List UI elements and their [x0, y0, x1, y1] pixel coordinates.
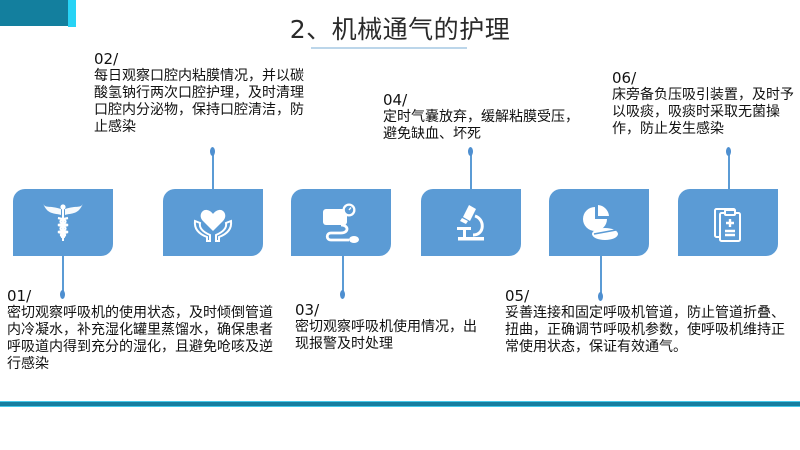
step-06-connector	[728, 150, 730, 189]
step-05-tile	[549, 189, 649, 256]
pills-icon	[583, 204, 618, 240]
slide-title: 2、机械通气的护理	[289, 15, 511, 44]
step-05-note: 05/ 妥善连接和固定呼吸机管道，防止管道折叠、扭曲，正确调节呼吸机参数，使呼吸…	[505, 288, 795, 356]
step-01-connector	[62, 256, 64, 294]
step-04-text: 定时气囊放弃，缓解粘膜受压，避免缺血、坏死	[383, 109, 579, 142]
step-01-text: 密切观察呼吸机的使用状态，及时倾倒管道内冷凝水，补充湿化罐里蒸馏水，确保患者呼吸…	[7, 305, 273, 372]
step-02-connector	[212, 150, 214, 189]
blood-pressure-monitor-icon	[323, 203, 359, 243]
step-02-note: 02/ 每日观察口腔内粘膜情况，并以碳酸氢钠行两次口腔护理，及时清理口腔内分泌物…	[94, 51, 316, 136]
step-01-number: 01/	[7, 287, 32, 305]
step-03-number: 03/	[295, 301, 320, 319]
step-02-dot	[210, 147, 215, 156]
step-03-tile	[291, 189, 391, 256]
corner-accent-edge	[68, 0, 76, 27]
step-04-note: 04/ 定时气囊放弃，缓解粘膜受压，避免缺血、坏死	[383, 92, 583, 143]
step-05-text: 妥善连接和固定呼吸机管道，防止管道折叠、扭曲，正确调节呼吸机参数，使呼吸机维持正…	[505, 305, 785, 355]
corner-accent	[0, 0, 68, 26]
step-05-number: 05/	[505, 287, 530, 305]
step-01-note: 01/ 密切观察呼吸机的使用状态，及时倾倒管道内冷凝水，补充湿化罐里蒸馏水，确保…	[7, 288, 279, 373]
bottom-divider-bar	[0, 401, 800, 407]
step-06-note: 06/ 床旁备负压吸引装置，及时予以吸痰，吸痰时采取无菌操作，防止发生感染	[612, 70, 800, 138]
step-05-connector	[600, 256, 602, 296]
heart-hands-icon	[193, 209, 233, 242]
step-05-dot	[598, 292, 603, 301]
step-04-tile	[421, 189, 521, 256]
step-02-tile	[163, 189, 263, 256]
step-04-number: 04/	[383, 91, 408, 109]
step-03-dot	[340, 290, 345, 299]
step-01-dot	[60, 290, 65, 299]
step-02-number: 02/	[94, 50, 119, 68]
clipboard-medical-icon	[714, 207, 741, 242]
microscope-icon	[457, 204, 484, 240]
step-03-connector	[342, 256, 344, 298]
step-06-dot	[726, 147, 731, 156]
step-06-text: 床旁备负压吸引装置，及时予以吸痰，吸痰时采取无菌操作，防止发生感染	[612, 87, 794, 137]
step-01-tile	[13, 189, 113, 256]
step-06-number: 06/	[612, 69, 637, 87]
caduceus-icon	[43, 202, 83, 241]
step-04-dot	[468, 147, 473, 156]
step-04-connector	[470, 150, 472, 189]
title-underline	[311, 47, 467, 49]
step-03-text: 密切观察呼吸机使用情况，出现报警及时处理	[295, 319, 477, 352]
step-06-tile	[678, 189, 778, 256]
step-03-note: 03/ 密切观察呼吸机使用情况，出现报警及时处理	[295, 302, 485, 353]
step-02-text: 每日观察口腔内粘膜情况，并以碳酸氢钠行两次口腔护理，及时清理口腔内分泌物，保持口…	[94, 68, 304, 135]
